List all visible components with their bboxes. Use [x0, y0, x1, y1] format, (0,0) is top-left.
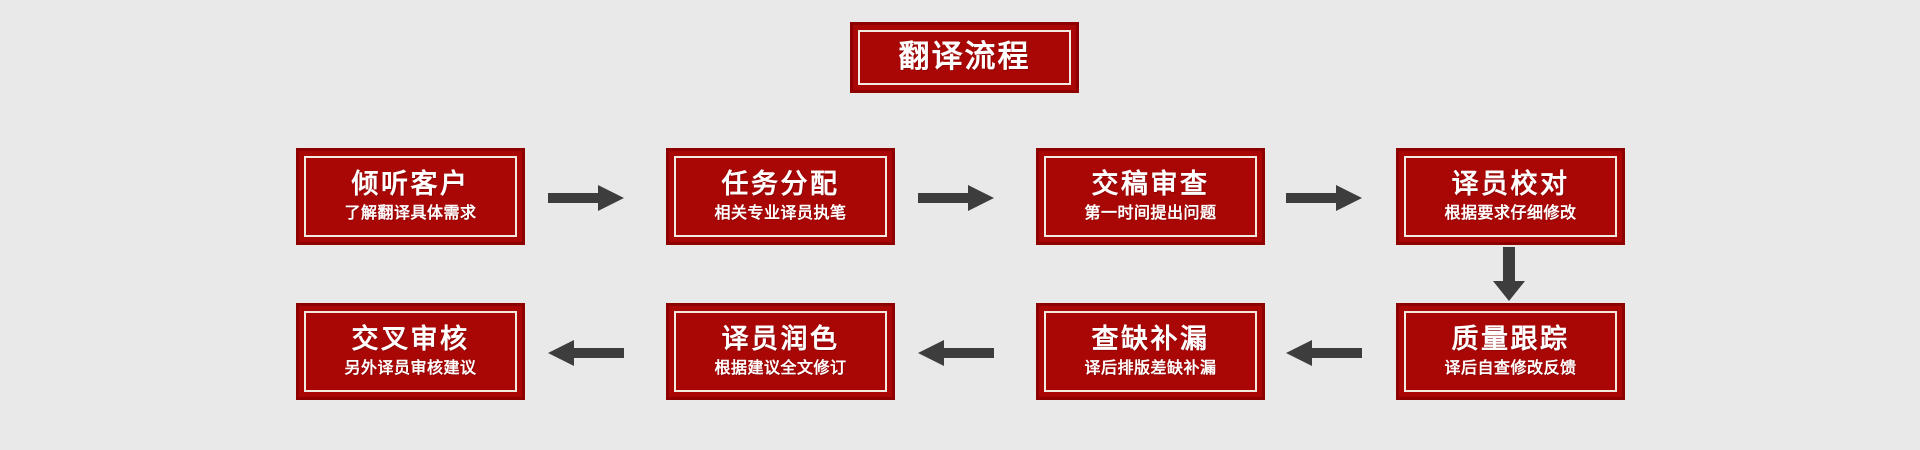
- step-box-5: 质量跟踪 译后自查修改反馈: [1396, 303, 1625, 400]
- step-box-6: 查缺补漏 译后排版差缺补漏: [1036, 303, 1265, 400]
- step-5-subtitle: 译后自查修改反馈: [1444, 358, 1577, 378]
- diagram-title-box: 翻译流程: [850, 22, 1079, 93]
- step-1-heading: 倾听客户: [351, 168, 470, 200]
- arrow-right-icon: [1286, 182, 1362, 214]
- step-3-heading: 交稿审查: [1091, 168, 1210, 200]
- arrow-down-icon: [1492, 247, 1526, 301]
- step-6-subtitle: 译后排版差缺补漏: [1084, 358, 1217, 378]
- step-6-text-wrap: 查缺补漏 译后排版差缺补漏: [1042, 323, 1259, 378]
- arrow-left-icon: [548, 337, 624, 369]
- step-8-heading: 交叉审核: [351, 323, 470, 355]
- step-6-heading: 查缺补漏: [1091, 323, 1210, 355]
- step-box-7: 译员润色 根据建议全文修订: [666, 303, 895, 400]
- step-2-subtitle: 相关专业译员执笔: [714, 203, 847, 223]
- title-text-wrap: 翻译流程: [856, 41, 1073, 74]
- step-box-3: 交稿审查 第一时间提出问题: [1036, 148, 1265, 245]
- step-4-heading: 译员校对: [1451, 168, 1570, 200]
- step-1-subtitle: 了解翻译具体需求: [344, 203, 477, 223]
- step-7-text-wrap: 译员润色 根据建议全文修订: [672, 323, 889, 378]
- step-box-2: 任务分配 相关专业译员执笔: [666, 148, 895, 245]
- step-4-subtitle: 根据要求仔细修改: [1444, 203, 1577, 223]
- step-5-heading: 质量跟踪: [1451, 323, 1570, 355]
- step-1-text-wrap: 倾听客户 了解翻译具体需求: [302, 168, 519, 223]
- step-5-text-wrap: 质量跟踪 译后自查修改反馈: [1402, 323, 1619, 378]
- step-3-subtitle: 第一时间提出问题: [1084, 203, 1217, 223]
- arrow-left-icon: [1286, 337, 1362, 369]
- step-7-heading: 译员润色: [721, 323, 840, 355]
- step-2-text-wrap: 任务分配 相关专业译员执笔: [672, 168, 889, 223]
- step-2-heading: 任务分配: [721, 168, 840, 200]
- page-title: 翻译流程: [898, 39, 1031, 76]
- arrow-right-icon: [548, 182, 624, 214]
- step-8-text-wrap: 交叉审核 另外译员审核建议: [302, 323, 519, 378]
- step-8-subtitle: 另外译员审核建议: [344, 358, 477, 378]
- step-3-text-wrap: 交稿审查 第一时间提出问题: [1042, 168, 1259, 223]
- step-box-1: 倾听客户 了解翻译具体需求: [296, 148, 525, 245]
- arrow-right-icon: [918, 182, 994, 214]
- arrow-left-icon: [918, 337, 994, 369]
- step-box-4: 译员校对 根据要求仔细修改: [1396, 148, 1625, 245]
- step-7-subtitle: 根据建议全文修订: [714, 358, 847, 378]
- step-box-8: 交叉审核 另外译员审核建议: [296, 303, 525, 400]
- step-4-text-wrap: 译员校对 根据要求仔细修改: [1402, 168, 1619, 223]
